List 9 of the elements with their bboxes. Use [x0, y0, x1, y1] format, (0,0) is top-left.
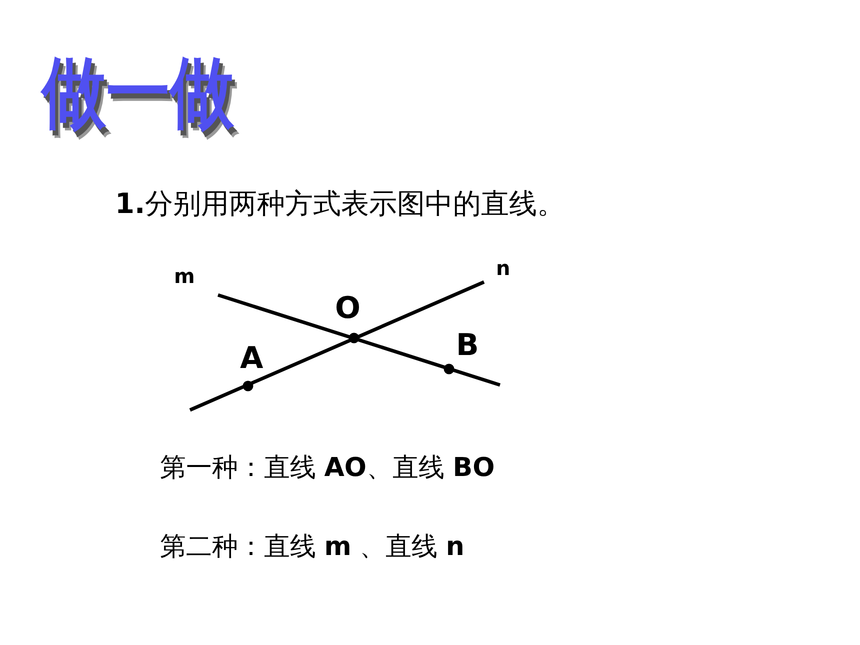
point-label: A — [240, 344, 264, 374]
point-label: B — [456, 331, 479, 361]
title: 做一做 — [42, 56, 234, 132]
point-label: O — [335, 294, 361, 324]
line-label: n — [496, 258, 510, 278]
answer-text: 第一种：直线 AO、直线 BO — [160, 455, 495, 481]
question-text: 1.分别用两种方式表示图中的直线。 — [115, 190, 566, 218]
answer-text: 第二种：直线 m 、直线 n — [160, 534, 464, 560]
line-label: m — [174, 266, 195, 286]
